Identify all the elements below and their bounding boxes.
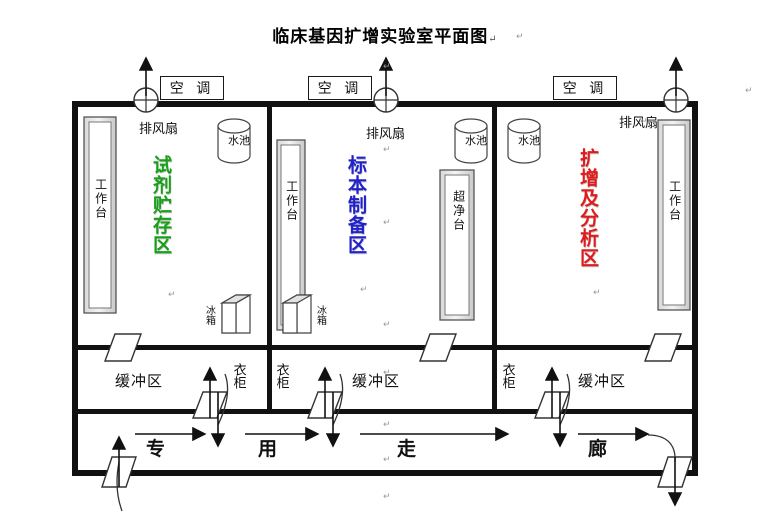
sink-label-room3: 水池 — [518, 135, 540, 146]
page-title: 临床基因扩增实验室平面图↵ — [0, 22, 770, 47]
exhaust-fan-symbols — [133, 56, 689, 113]
edit-mark-13: ↵ — [593, 288, 601, 298]
refrigerator-room1-text: 冰箱 — [203, 305, 215, 325]
ac-unit-3-label: 空 调 — [562, 81, 608, 97]
sink-shapes — [217, 118, 541, 164]
corridor-char-1: 专 — [146, 440, 165, 459]
buffer-zone-label-2: 缓冲区 — [352, 374, 400, 389]
edit-mark-10: ↵ — [745, 86, 753, 96]
ac-unit-1[interactable]: 空 调 — [160, 76, 224, 100]
workbench-label-room2: 工作台 — [284, 180, 299, 222]
edit-mark-14: ↵ — [640, 117, 648, 127]
edit-mark-9: ↵ — [383, 492, 391, 502]
workbench-label-room1: 工作台 — [93, 178, 108, 220]
closet-2-text: 衣柜 — [273, 363, 289, 389]
title-pilcrow-mark: ↵ — [488, 34, 498, 45]
ac-unit-2-label: 空 调 — [317, 81, 363, 97]
refrigerator-label-room1: 冰箱 — [203, 305, 215, 325]
closet-label-1: 衣柜 — [230, 363, 246, 389]
closet-3-text: 衣柜 — [499, 363, 515, 389]
buffer-zone-2-text: 缓冲区 — [352, 372, 401, 390]
corridor-char-4: 廊 — [588, 440, 607, 459]
closet-1-text: 衣柜 — [230, 363, 246, 389]
buffer-zone-1-text: 缓冲区 — [115, 372, 164, 390]
sink-room1-text: 水池 — [228, 134, 250, 147]
partition-walls — [72, 101, 698, 414]
zone-label-amplification-analysis: 扩增及分析区 — [576, 148, 599, 268]
sink-room3-text: 水池 — [518, 134, 540, 147]
edit-mark-11: ↵ — [168, 290, 176, 300]
workbench-room2-text: 工作台 — [284, 180, 299, 222]
corridor-entry-exit-doors — [101, 434, 693, 512]
edit-mark-1: ↵ — [516, 32, 524, 42]
corridor-char-4-text: 廊 — [588, 438, 608, 460]
exhaust-fan-label-2: 排风扇 — [366, 128, 405, 141]
edit-mark-12: ↵ — [360, 285, 368, 295]
workbench-room1-text: 工作台 — [93, 178, 108, 220]
ac-unit-3[interactable]: 空 调 — [553, 76, 617, 100]
sink-label-room2: 水池 — [465, 135, 487, 146]
clean-bench-room2-text: 超净台 — [451, 190, 466, 232]
ac-unit-2[interactable]: 空 调 — [308, 76, 372, 100]
refrigerator-label-room2: 冰箱 — [314, 305, 326, 325]
buffer-zone-label-1: 缓冲区 — [115, 374, 163, 389]
zone-specimen-prep-text: 标本制备区 — [344, 155, 367, 255]
sink-room2-text: 水池 — [465, 134, 487, 147]
buffer-zone-label-3: 缓冲区 — [578, 374, 626, 389]
edit-mark-7: ↵ — [383, 420, 391, 430]
edit-mark-4: ↵ — [383, 218, 391, 228]
edit-mark-8: ↵ — [383, 455, 391, 465]
workbench-label-room3: 工作台 — [667, 180, 682, 222]
edit-mark-3: ↵ — [383, 145, 391, 155]
buffer-corridor-doors — [191, 366, 571, 448]
corridor-char-3: 走 — [397, 440, 416, 459]
zone-label-specimen-prep: 标本制备区 — [344, 155, 367, 255]
corridor-char-3-text: 走 — [397, 438, 417, 460]
exhaust-fan-label-3: 排风扇 — [619, 117, 658, 130]
pass-through-windows — [103, 333, 683, 362]
refrigerator-room2-text: 冰箱 — [314, 305, 326, 325]
zone-label-reagent-storage: 试剂贮存区 — [149, 155, 172, 255]
ac-unit-1-label: 空 调 — [169, 81, 215, 97]
workbench-room3-text: 工作台 — [667, 180, 682, 222]
exhaust-fan-3-text: 排风扇 — [619, 116, 659, 131]
exhaust-fan-1-text: 排风扇 — [139, 122, 179, 137]
corridor-char-2: 用 — [258, 440, 277, 459]
zone-amplification-analysis-text: 扩增及分析区 — [576, 148, 599, 268]
closet-label-2: 衣柜 — [273, 363, 289, 389]
edit-mark-2: ↵ — [383, 62, 391, 72]
clean-bench-label-room2: 超净台 — [451, 190, 466, 232]
sink-label-room1: 水池 — [228, 135, 250, 146]
closet-label-3: 衣柜 — [499, 363, 515, 389]
buffer-zone-3-text: 缓冲区 — [578, 372, 627, 390]
corridor-char-1-text: 专 — [146, 438, 166, 460]
page-title-text: 临床基因扩增实验室平面图 — [272, 27, 489, 47]
edit-mark-5: ↵ — [383, 320, 391, 330]
corridor-char-2-text: 用 — [258, 438, 278, 460]
exhaust-fan-label-1: 排风扇 — [139, 123, 178, 136]
exhaust-fan-2-text: 排风扇 — [366, 127, 406, 142]
zone-reagent-storage-text: 试剂贮存区 — [149, 155, 172, 255]
edit-mark-6: ↵ — [383, 368, 391, 378]
refrigerator-shapes — [219, 294, 314, 334]
